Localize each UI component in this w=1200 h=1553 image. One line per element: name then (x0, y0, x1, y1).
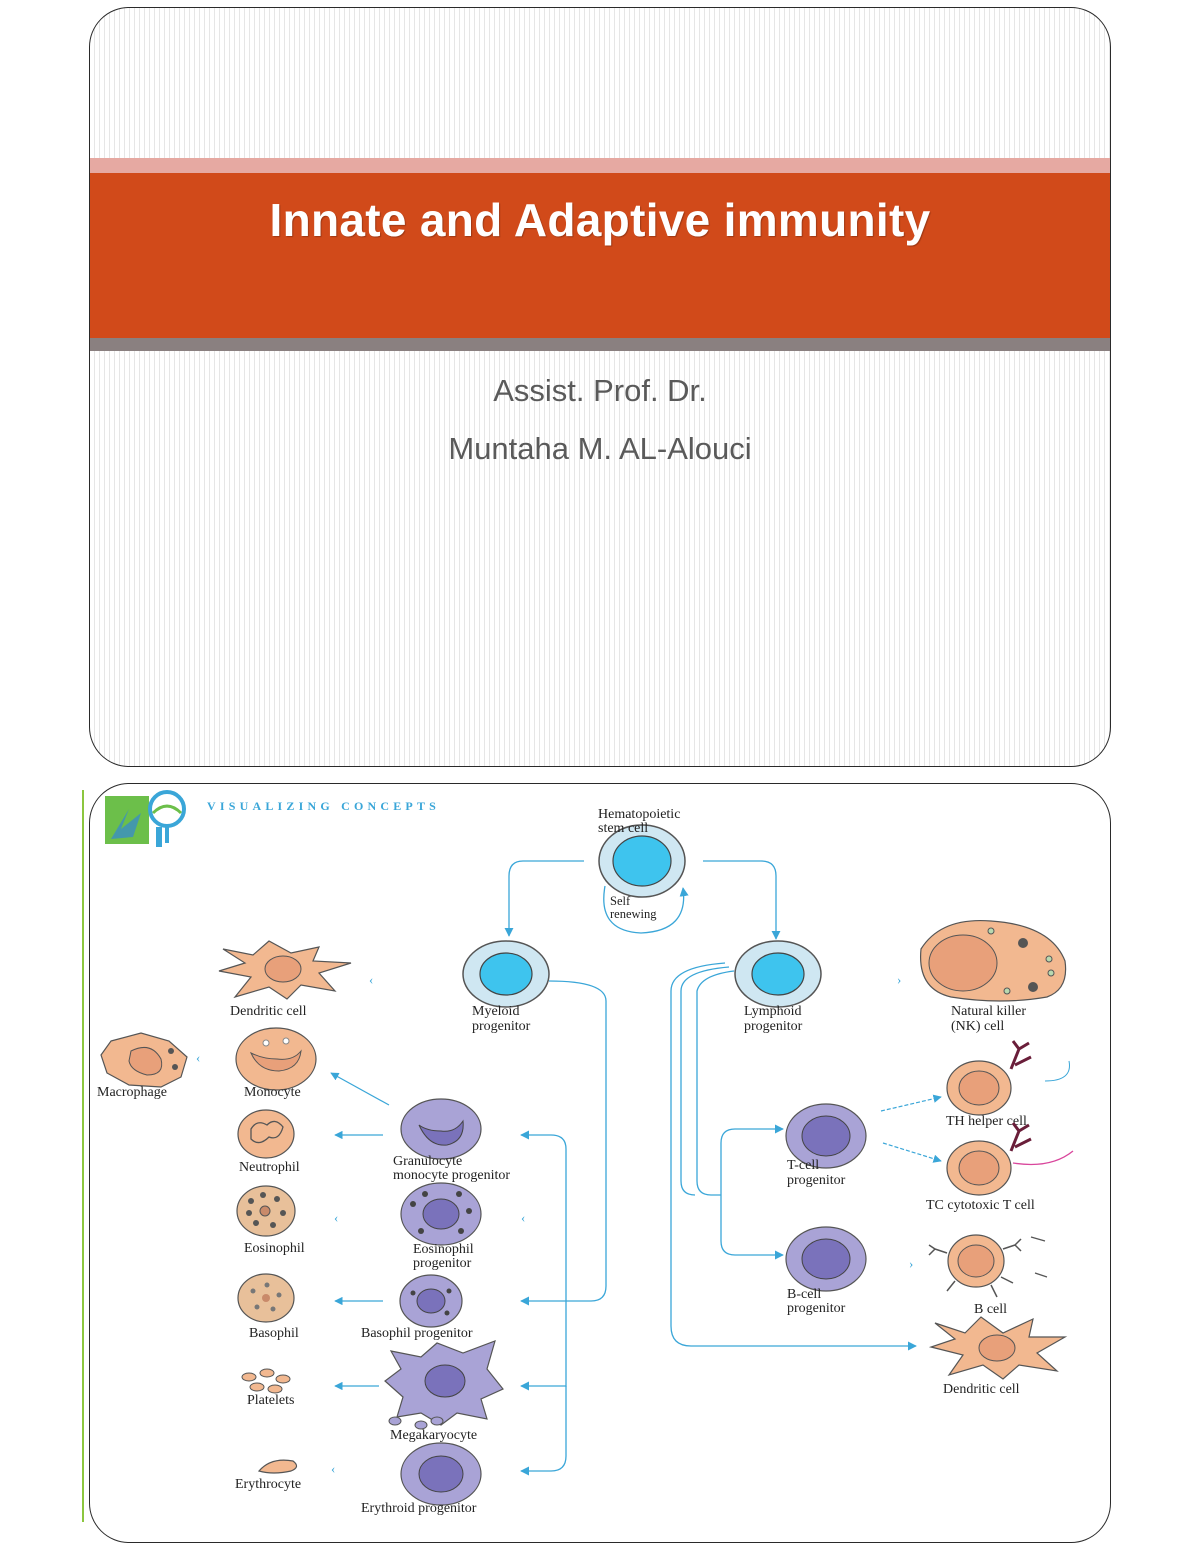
eosinophil-cell (236, 1185, 296, 1237)
author-name: Muntaha M. AL-Alouci (448, 431, 752, 466)
nk-label-1: Natural killer (951, 1004, 1026, 1019)
svg-text:›: › (909, 1256, 913, 1271)
baso-prog-label: Basophil progenitor (361, 1326, 473, 1341)
myeloid-label-2: progenitor (472, 1019, 531, 1034)
bcell-prog-label-1: B-cell (787, 1287, 821, 1302)
eos-prog-label-2: progenitor (413, 1256, 472, 1271)
erythrocyte-cell (257, 1459, 298, 1474)
stem-cell-label-1: Hematopoietic (598, 807, 680, 822)
basophil-label: Basophil (249, 1326, 299, 1341)
myeloid-label-1: Myeloid (472, 1004, 519, 1019)
slide-title: Innate and Adaptive immunity (269, 194, 931, 246)
basophil-progenitor-cell (399, 1274, 463, 1328)
megakaryocyte-label: Megakaryocyte (390, 1428, 477, 1443)
dendritic-left-label: Dendritic cell (230, 1004, 307, 1019)
self-renewing-label-2: renewing (610, 907, 657, 921)
platelets (241, 1368, 291, 1394)
bcell-progenitor-cell (785, 1226, 867, 1292)
gm-progenitor-cell (400, 1098, 482, 1160)
nk-label-2: (NK) cell (951, 1019, 1004, 1034)
tcell-prog-label-2: progenitor (787, 1173, 846, 1188)
tcell-prog-label-1: T-cell (787, 1158, 819, 1173)
svg-text:‹: ‹ (369, 972, 373, 987)
eos-prog-label-1: Eosinophil (413, 1242, 474, 1257)
svg-text:‹: ‹ (196, 1050, 200, 1065)
tc-cytotoxic-cell (946, 1122, 1074, 1196)
platelets-label: Platelets (247, 1393, 294, 1408)
macrophage-cell (100, 1032, 188, 1088)
gm-prog-label-2: monocyte progenitor (393, 1168, 510, 1183)
tc-cell-label: TC cytotoxic T cell (926, 1198, 1035, 1213)
macrophage-label: Macrophage (97, 1085, 167, 1100)
author-title: Assist. Prof. Dr. (493, 373, 707, 408)
svg-text:‹: ‹ (331, 1461, 335, 1476)
svg-text:›: › (897, 972, 901, 987)
svg-text:‹: ‹ (334, 1210, 338, 1225)
svg-text:‹: ‹ (521, 1210, 525, 1225)
stem-cell (598, 824, 686, 898)
diagram-slide: VISUALIZING CONCEPTS Hematopoietic stem … (89, 783, 1111, 1543)
lymphoid-label-2: progenitor (744, 1019, 803, 1034)
erythrocyte-label: Erythrocyte (235, 1477, 301, 1492)
bcell-prog-label-2: progenitor (787, 1301, 846, 1316)
monocyte-label: Monocyte (244, 1085, 301, 1100)
th-cell-label: TH helper cell (946, 1114, 1027, 1129)
lymphoid-progenitor-cell (734, 940, 822, 1008)
slide-accent-line (82, 790, 84, 1522)
stem-cell-label-2: stem cell (598, 821, 648, 836)
gm-prog-label-1: Granulocyte (393, 1154, 462, 1169)
title-band-top (90, 158, 1110, 173)
nk-cell (919, 919, 1067, 1002)
megakaryocyte-cell (384, 1340, 504, 1430)
basophil-cell (237, 1273, 295, 1323)
title-slide: Innate and Adaptive immunity Assist. Pro… (89, 7, 1111, 767)
monocyte-cell (235, 1027, 317, 1091)
eosinophil-progenitor-cell (400, 1182, 482, 1246)
title-band-bottom (90, 338, 1110, 351)
visualizing-concepts-logo-icon (105, 790, 186, 847)
self-renewing-label-1: Self (610, 894, 631, 908)
eosinophil-label: Eosinophil (244, 1241, 305, 1256)
myeloid-progenitor-cell (462, 940, 550, 1008)
th-helper-cell (946, 1040, 1070, 1116)
diagram-header: VISUALIZING CONCEPTS (207, 799, 440, 813)
tcell-progenitor-cell (785, 1103, 867, 1169)
hematopoiesis-diagram: VISUALIZING CONCEPTS Hematopoietic stem … (97, 790, 1074, 1516)
neutrophil-label: Neutrophil (239, 1160, 300, 1175)
b-cell (928, 1234, 1048, 1298)
dendritic-cell-right (928, 1316, 1068, 1380)
dendritic-cell-left (218, 940, 352, 1000)
dendritic-right-label: Dendritic cell (943, 1382, 1020, 1397)
neutrophil-cell (237, 1109, 295, 1159)
title-band (90, 173, 1110, 338)
erythroid-prog-label: Erythroid progenitor (361, 1501, 477, 1516)
lymphoid-label-1: Lymphoid (744, 1004, 802, 1019)
bcell-label: B cell (974, 1302, 1007, 1317)
erythroid-progenitor-cell (400, 1442, 482, 1506)
